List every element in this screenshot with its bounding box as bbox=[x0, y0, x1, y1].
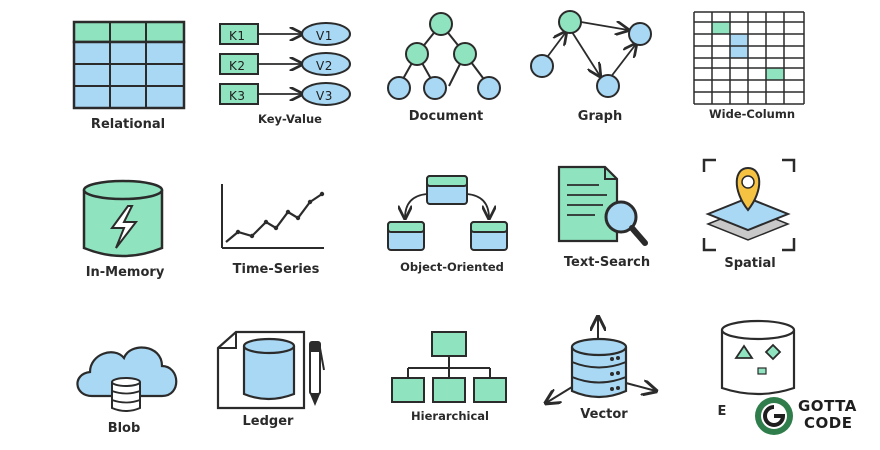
vector-svg bbox=[542, 315, 662, 410]
partial-label: E bbox=[717, 404, 727, 419]
document-icon bbox=[385, 10, 505, 105]
partial-cylinder-svg bbox=[720, 319, 796, 396]
blob-cloud-svg bbox=[76, 346, 178, 412]
gotta-code-logo: GOTTA CODE bbox=[754, 392, 858, 438]
vector-label: Vector bbox=[580, 407, 628, 422]
vector-icon bbox=[542, 315, 662, 410]
logo-line-2: CODE bbox=[804, 414, 853, 432]
partial-cylinder-icon bbox=[718, 318, 808, 398]
spatial-label: Spatial bbox=[724, 256, 776, 271]
lightning-icon bbox=[110, 205, 139, 249]
object-oriented-label: Object-Oriented bbox=[400, 260, 504, 274]
ledger-icon bbox=[214, 330, 329, 412]
in-memory-label: In-Memory bbox=[85, 265, 165, 280]
blob-label: Blob bbox=[107, 421, 141, 436]
key-value-icon: K1 K2 K3 V1 V2 V3 bbox=[218, 18, 358, 113]
wide-column-icon bbox=[692, 10, 812, 108]
g-logo-icon bbox=[755, 397, 793, 435]
ledger-svg bbox=[216, 330, 325, 410]
graph-label: Graph bbox=[577, 109, 623, 124]
time-series-label: Time-Series bbox=[232, 262, 320, 277]
text-search-icon bbox=[555, 165, 655, 255]
triangle-shape-icon bbox=[734, 344, 754, 359]
graph-svg bbox=[530, 10, 652, 98]
graph-icon bbox=[528, 8, 658, 103]
pen-icon bbox=[309, 341, 325, 406]
relational-icon bbox=[70, 18, 190, 118]
in-memory-cylinder-svg bbox=[82, 179, 164, 258]
time-series-icon bbox=[218, 182, 328, 252]
object-oriented-icon bbox=[385, 174, 510, 256]
value-1: V1 bbox=[316, 29, 333, 43]
spatial-icon bbox=[702, 158, 797, 253]
document-tree-svg bbox=[387, 12, 501, 100]
wide-column-label: Wide-Column bbox=[708, 107, 796, 121]
value-2: V2 bbox=[316, 59, 333, 73]
key-value-svg bbox=[219, 22, 351, 106]
hierarchical-tree-svg bbox=[391, 331, 507, 403]
key-3: K3 bbox=[229, 89, 246, 103]
magnifier-icon bbox=[604, 200, 638, 234]
key-2: K2 bbox=[229, 59, 246, 73]
relational-table-svg bbox=[72, 20, 186, 110]
diamond-shape-icon bbox=[764, 343, 782, 361]
ledger-label: Ledger bbox=[242, 414, 294, 429]
time-series-chart-svg bbox=[221, 184, 325, 249]
blob-icon bbox=[70, 338, 185, 418]
wide-column-grid-svg bbox=[693, 11, 805, 105]
value-3: V3 bbox=[316, 89, 333, 103]
relational-label: Relational bbox=[90, 117, 166, 132]
hierarchical-label: Hierarchical bbox=[411, 409, 489, 423]
object-oriented-svg bbox=[387, 175, 508, 251]
text-search-svg bbox=[557, 165, 648, 246]
key-value-label: Key-Value bbox=[258, 112, 322, 126]
cloud-icon bbox=[76, 346, 178, 398]
logo-line-1: GOTTA bbox=[798, 397, 857, 415]
key-1: K1 bbox=[229, 29, 246, 43]
in-memory-icon bbox=[80, 178, 170, 263]
hierarchical-icon bbox=[390, 330, 508, 408]
spatial-svg bbox=[702, 158, 796, 252]
text-search-label: Text-Search bbox=[563, 255, 651, 270]
document-label: Document bbox=[408, 109, 484, 124]
